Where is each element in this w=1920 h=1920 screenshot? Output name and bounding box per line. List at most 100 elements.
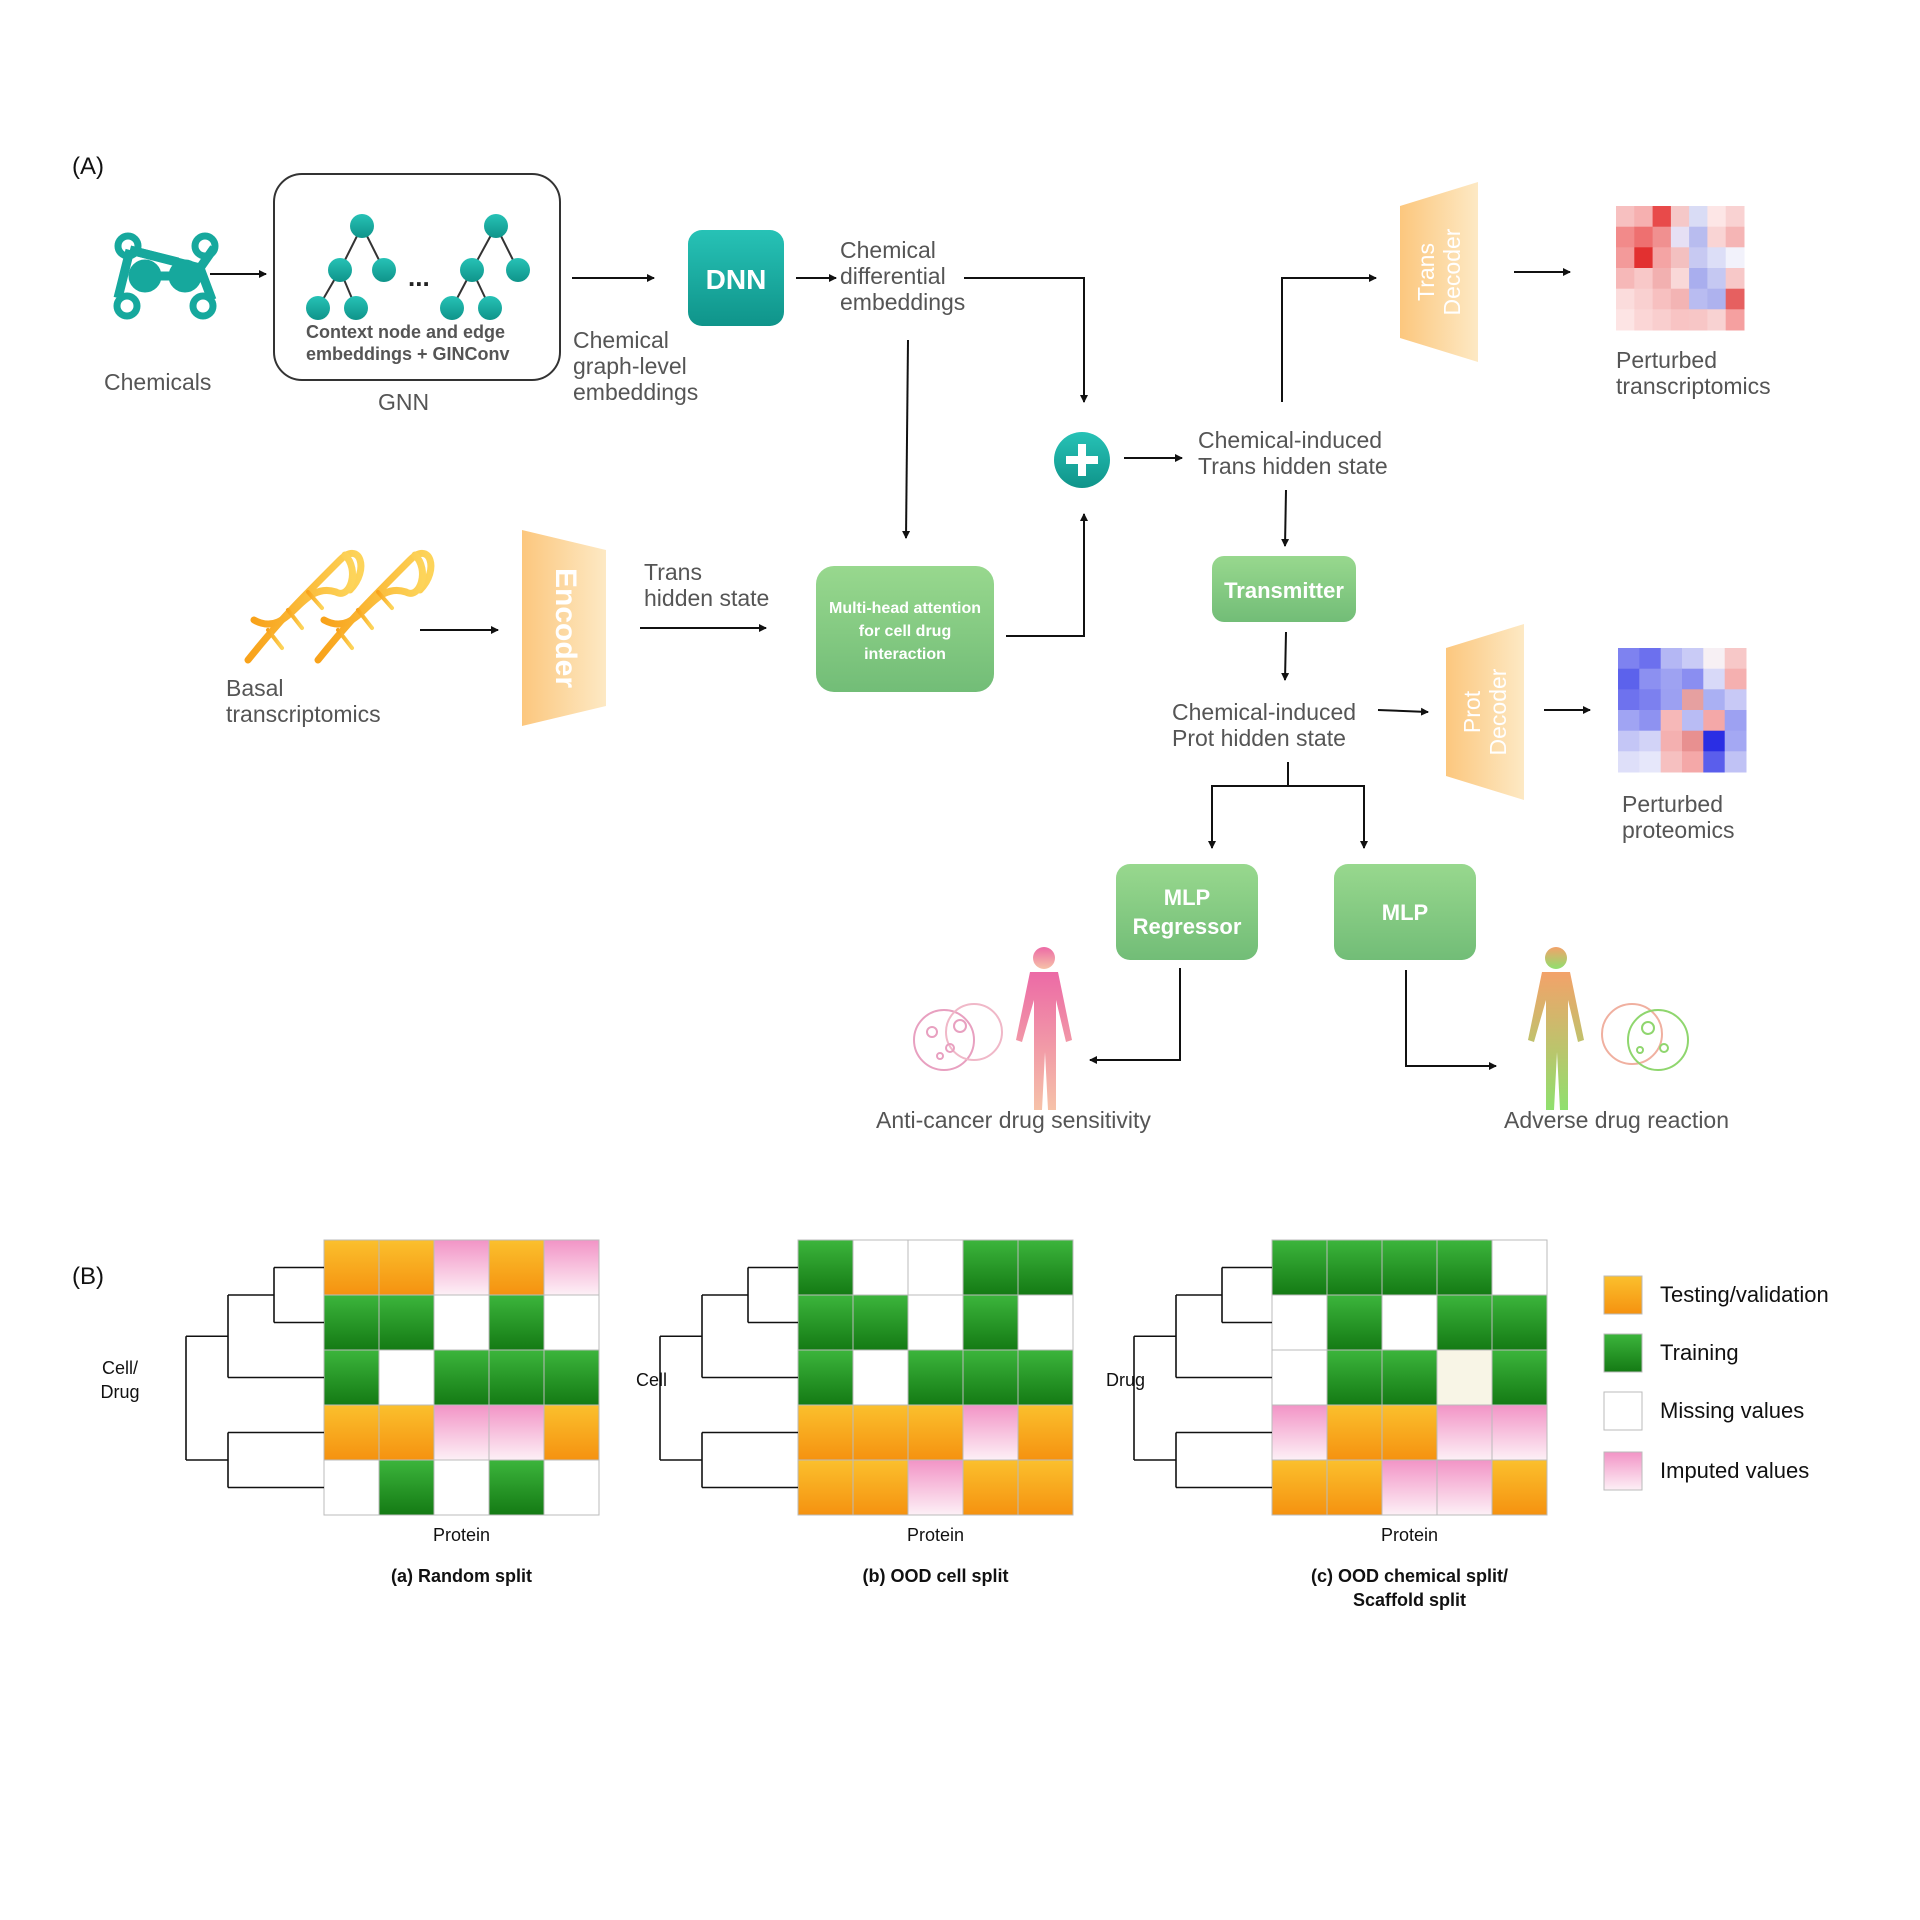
transmitter-box [1212, 556, 1356, 622]
grid-cell [907, 1404, 964, 1461]
heatmap-cell [1616, 288, 1635, 310]
grid-cell [962, 1459, 1019, 1516]
grid-ylabel: Cell/ [102, 1358, 138, 1378]
encoder-shape [522, 530, 606, 726]
heatmap-cell [1682, 648, 1704, 670]
graph-emb-l1: Chemical [573, 327, 669, 353]
heatmap-cell [1634, 247, 1654, 269]
heatmap-cell [1660, 648, 1683, 670]
arrow-citrans-transdecoder [1281, 274, 1377, 402]
heatmap-cell [1725, 268, 1745, 290]
ci-trans-l2: Trans hidden state [1198, 453, 1388, 479]
heatmap-cell [1703, 689, 1726, 711]
pert-prot-l1: Perturbed [1622, 791, 1723, 817]
grid-cell [797, 1404, 854, 1461]
grid-cell [1436, 1459, 1493, 1516]
legend-label: Training [1660, 1340, 1739, 1365]
heatmap-cell [1652, 206, 1672, 228]
legend-label: Testing/validation [1660, 1282, 1829, 1307]
arrow-ciprot-split [1208, 762, 1289, 849]
heatmap-cell [1725, 206, 1745, 228]
heatmap-cell [1616, 206, 1635, 228]
heatmap-cell [1724, 648, 1747, 670]
gnn-box-line2: embeddings + GINConv [306, 344, 510, 364]
legend-swatch [1603, 1451, 1643, 1491]
arrow-transmitter-ciprot [1281, 631, 1290, 681]
diff-emb-l2: differential [840, 263, 946, 289]
grid-cell [1326, 1294, 1383, 1351]
grid-cell [323, 1349, 380, 1406]
grid-cell [323, 1459, 380, 1516]
ci-prot-l1: Chemical-induced [1172, 699, 1356, 725]
grid-cell [1326, 1239, 1383, 1296]
add-plus-icon [1054, 432, 1110, 488]
heatmap-cell [1660, 710, 1683, 732]
trans-decoder-shape [1400, 182, 1478, 362]
heatmap-cell [1616, 268, 1635, 290]
heatmap-cell [1639, 689, 1662, 711]
gnn-tree-icon [306, 214, 530, 320]
heatmap-cell [1634, 309, 1654, 331]
grid-cell [433, 1239, 490, 1296]
heatmap-cell [1670, 206, 1690, 228]
heatmap-cell [1682, 668, 1704, 690]
grid-cell [852, 1239, 909, 1296]
grid-cell [543, 1349, 600, 1406]
grid-cell [797, 1349, 854, 1406]
heatmap-cell [1634, 268, 1654, 290]
grid-cell [1271, 1404, 1328, 1461]
gnn-label: GNN [378, 389, 429, 415]
cell-dish-pink-icon [913, 1003, 1003, 1071]
arrow-citrans-transmitter [1281, 489, 1290, 547]
heatmap-cell [1724, 689, 1747, 711]
grid-cell [1381, 1404, 1438, 1461]
grid-cell [1326, 1349, 1383, 1406]
grid-cell [1491, 1459, 1548, 1516]
grid-caption: (b) OOD cell split [862, 1566, 1008, 1586]
heatmap-cell [1707, 268, 1727, 290]
prot-decoder-l2: Decoder [1485, 668, 1511, 755]
mha-l2: for cell drug [859, 623, 951, 640]
heatmap-cell [1639, 668, 1662, 690]
grid-cell [1381, 1349, 1438, 1406]
grid-cell [378, 1239, 435, 1296]
grid-ylabel: Drug [100, 1382, 139, 1402]
heatmap-cell [1703, 710, 1726, 732]
transmitter-label: Transmitter [1224, 578, 1344, 603]
grid-ylabel: Cell [636, 1370, 667, 1390]
grid-cell [488, 1349, 545, 1406]
grid-cell [1381, 1459, 1438, 1516]
legend-label: Missing values [1660, 1398, 1804, 1423]
grid-cell [1326, 1404, 1383, 1461]
panel-a-label: (A) [72, 153, 104, 180]
heatmap-cell [1724, 710, 1747, 732]
heatmap-cell [1707, 288, 1727, 310]
legend-swatch [1603, 1391, 1643, 1431]
heatmap-cell [1634, 206, 1654, 228]
encoder-label: Encoder [549, 568, 582, 688]
grid-cell [433, 1294, 490, 1351]
grid-cell [1017, 1294, 1074, 1351]
heatmap-cell [1639, 730, 1662, 752]
grid-cell [433, 1459, 490, 1516]
arrow-ciprot-mlp [1288, 785, 1368, 849]
heatmap-cell [1724, 730, 1747, 752]
diff-emb-l1: Chemical [840, 237, 936, 263]
grid-xlabel: Protein [433, 1525, 490, 1545]
legend-swatch [1603, 1333, 1643, 1373]
grid-cell [1491, 1404, 1548, 1461]
heatmap-cell [1639, 751, 1662, 773]
heatmap-cell [1707, 206, 1727, 228]
mlp-reg-l1: MLP [1164, 885, 1210, 910]
heatmap-cell [1639, 710, 1662, 732]
heatmap-cell [1725, 288, 1745, 310]
grid-cell [962, 1349, 1019, 1406]
heatmap-cell [1618, 668, 1640, 690]
grid-cell [488, 1239, 545, 1296]
mlp-label: MLP [1382, 900, 1428, 925]
heatmap-cell [1689, 309, 1708, 331]
heatmap-cell [1618, 730, 1640, 752]
grid-cell [1436, 1239, 1493, 1296]
